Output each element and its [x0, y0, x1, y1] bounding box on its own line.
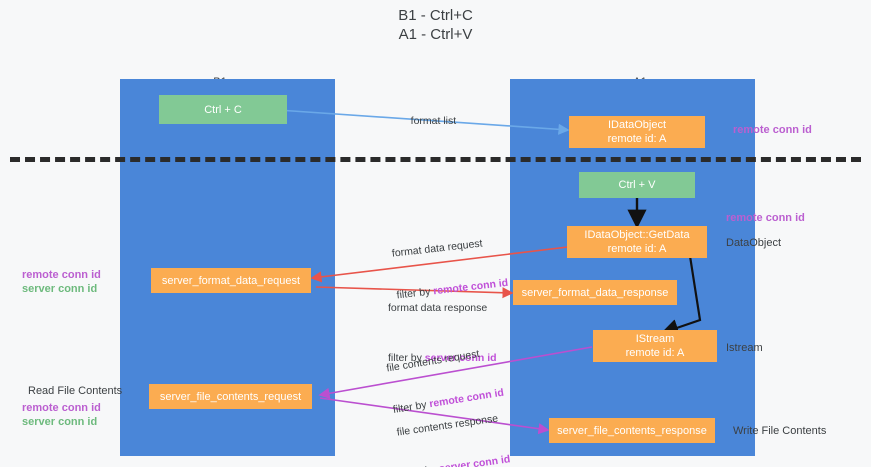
- label-write-file-contents: Write File Contents: [733, 425, 827, 437]
- box-server-format-data-request-label: server_format_data_request: [161, 274, 301, 287]
- arrow-label-format-list-line1: format list: [410, 115, 457, 127]
- label-dataobject: DataObject: [726, 237, 782, 249]
- box-ctrl-c[interactable]: Ctrl + C: [159, 95, 287, 124]
- title-line-1: B1 - Ctrl+C: [398, 7, 473, 24]
- page-title: B1 - Ctrl+C A1 - Ctrl+V: [0, 6, 871, 44]
- filter-prefix-4: filter by: [402, 463, 440, 467]
- label-remote-conn-id-left-1: remote conn id: [22, 269, 101, 281]
- section-divider: [10, 157, 861, 162]
- arrow-label-format-data-request-line1: format data request: [391, 237, 484, 260]
- label-read-file-contents: Read File Contents: [28, 385, 123, 397]
- box-server-format-data-request[interactable]: server_format_data_request: [151, 268, 311, 293]
- arrow-label-format-data-response-line1: format data response: [388, 302, 488, 314]
- box-server-file-contents-response-label: server_file_contents_response: [557, 424, 707, 437]
- arrow-label-file-contents-request-line1: file contents request: [385, 347, 481, 375]
- box-istream-line1: IStream: [635, 333, 675, 345]
- arrow-label-format-data-response: format data response filter by server co…: [388, 273, 497, 393]
- label-server-conn-id-left-1: server conn id: [22, 283, 98, 295]
- box-ctrl-c-line1: Ctrl + C: [204, 103, 242, 116]
- box-server-format-data-response[interactable]: server_format_data_response: [513, 280, 677, 305]
- box-getdata-line1: IDataObject::GetData: [584, 229, 690, 241]
- box-getdata-line2: remote id: A: [607, 243, 667, 255]
- label-remote-conn-id-mid: remote conn id: [726, 212, 805, 224]
- box-server-format-data-response-label: server_format_data_response: [521, 286, 669, 299]
- box-idataobject-line1: IDataObject: [607, 119, 667, 131]
- label-remote-conn-id-left-2: remote conn id: [22, 402, 101, 414]
- arrow-label-file-contents-response-line1: file contents response: [396, 412, 499, 439]
- filter-value-server-conn-id-2: server conn id: [438, 453, 512, 467]
- filter-prefix-2: filter by: [388, 352, 425, 364]
- arrow-label-format-list: format list: [399, 100, 457, 142]
- box-idataobject-getdata[interactable]: IDataObject::GetData remote id: A: [567, 226, 707, 258]
- box-idataobject-line2: remote id: A: [607, 133, 667, 145]
- label-istream: Istream: [726, 342, 763, 354]
- box-server-file-contents-request-label: server_file_contents_request: [159, 390, 302, 403]
- arrow-label-format-data-response-line2: filter by server conn id: [388, 351, 497, 365]
- box-ctrl-v-line1: Ctrl + V: [618, 179, 656, 191]
- filter-value-server-conn-id-1: server conn id: [424, 352, 497, 364]
- box-idataobject[interactable]: IDataObject remote id: A: [569, 116, 705, 148]
- box-server-file-contents-request[interactable]: server_file_contents_request: [149, 384, 312, 409]
- label-server-conn-id-left-2: server conn id: [22, 416, 98, 428]
- box-server-file-contents-response[interactable]: server_file_contents_response: [549, 418, 715, 443]
- label-remote-conn-id-top: remote conn id: [733, 124, 812, 136]
- arrow-label-file-contents-response: file contents response filter by server …: [392, 383, 515, 467]
- arrow-label-file-contents-response-line2: filter by server conn id: [402, 452, 511, 467]
- title-line-2: A1 - Ctrl+V: [398, 26, 473, 43]
- box-istream[interactable]: IStream remote id: A: [593, 330, 717, 362]
- box-ctrl-v[interactable]: Ctrl + V: [579, 172, 695, 198]
- box-istream-line2: remote id: A: [625, 347, 685, 359]
